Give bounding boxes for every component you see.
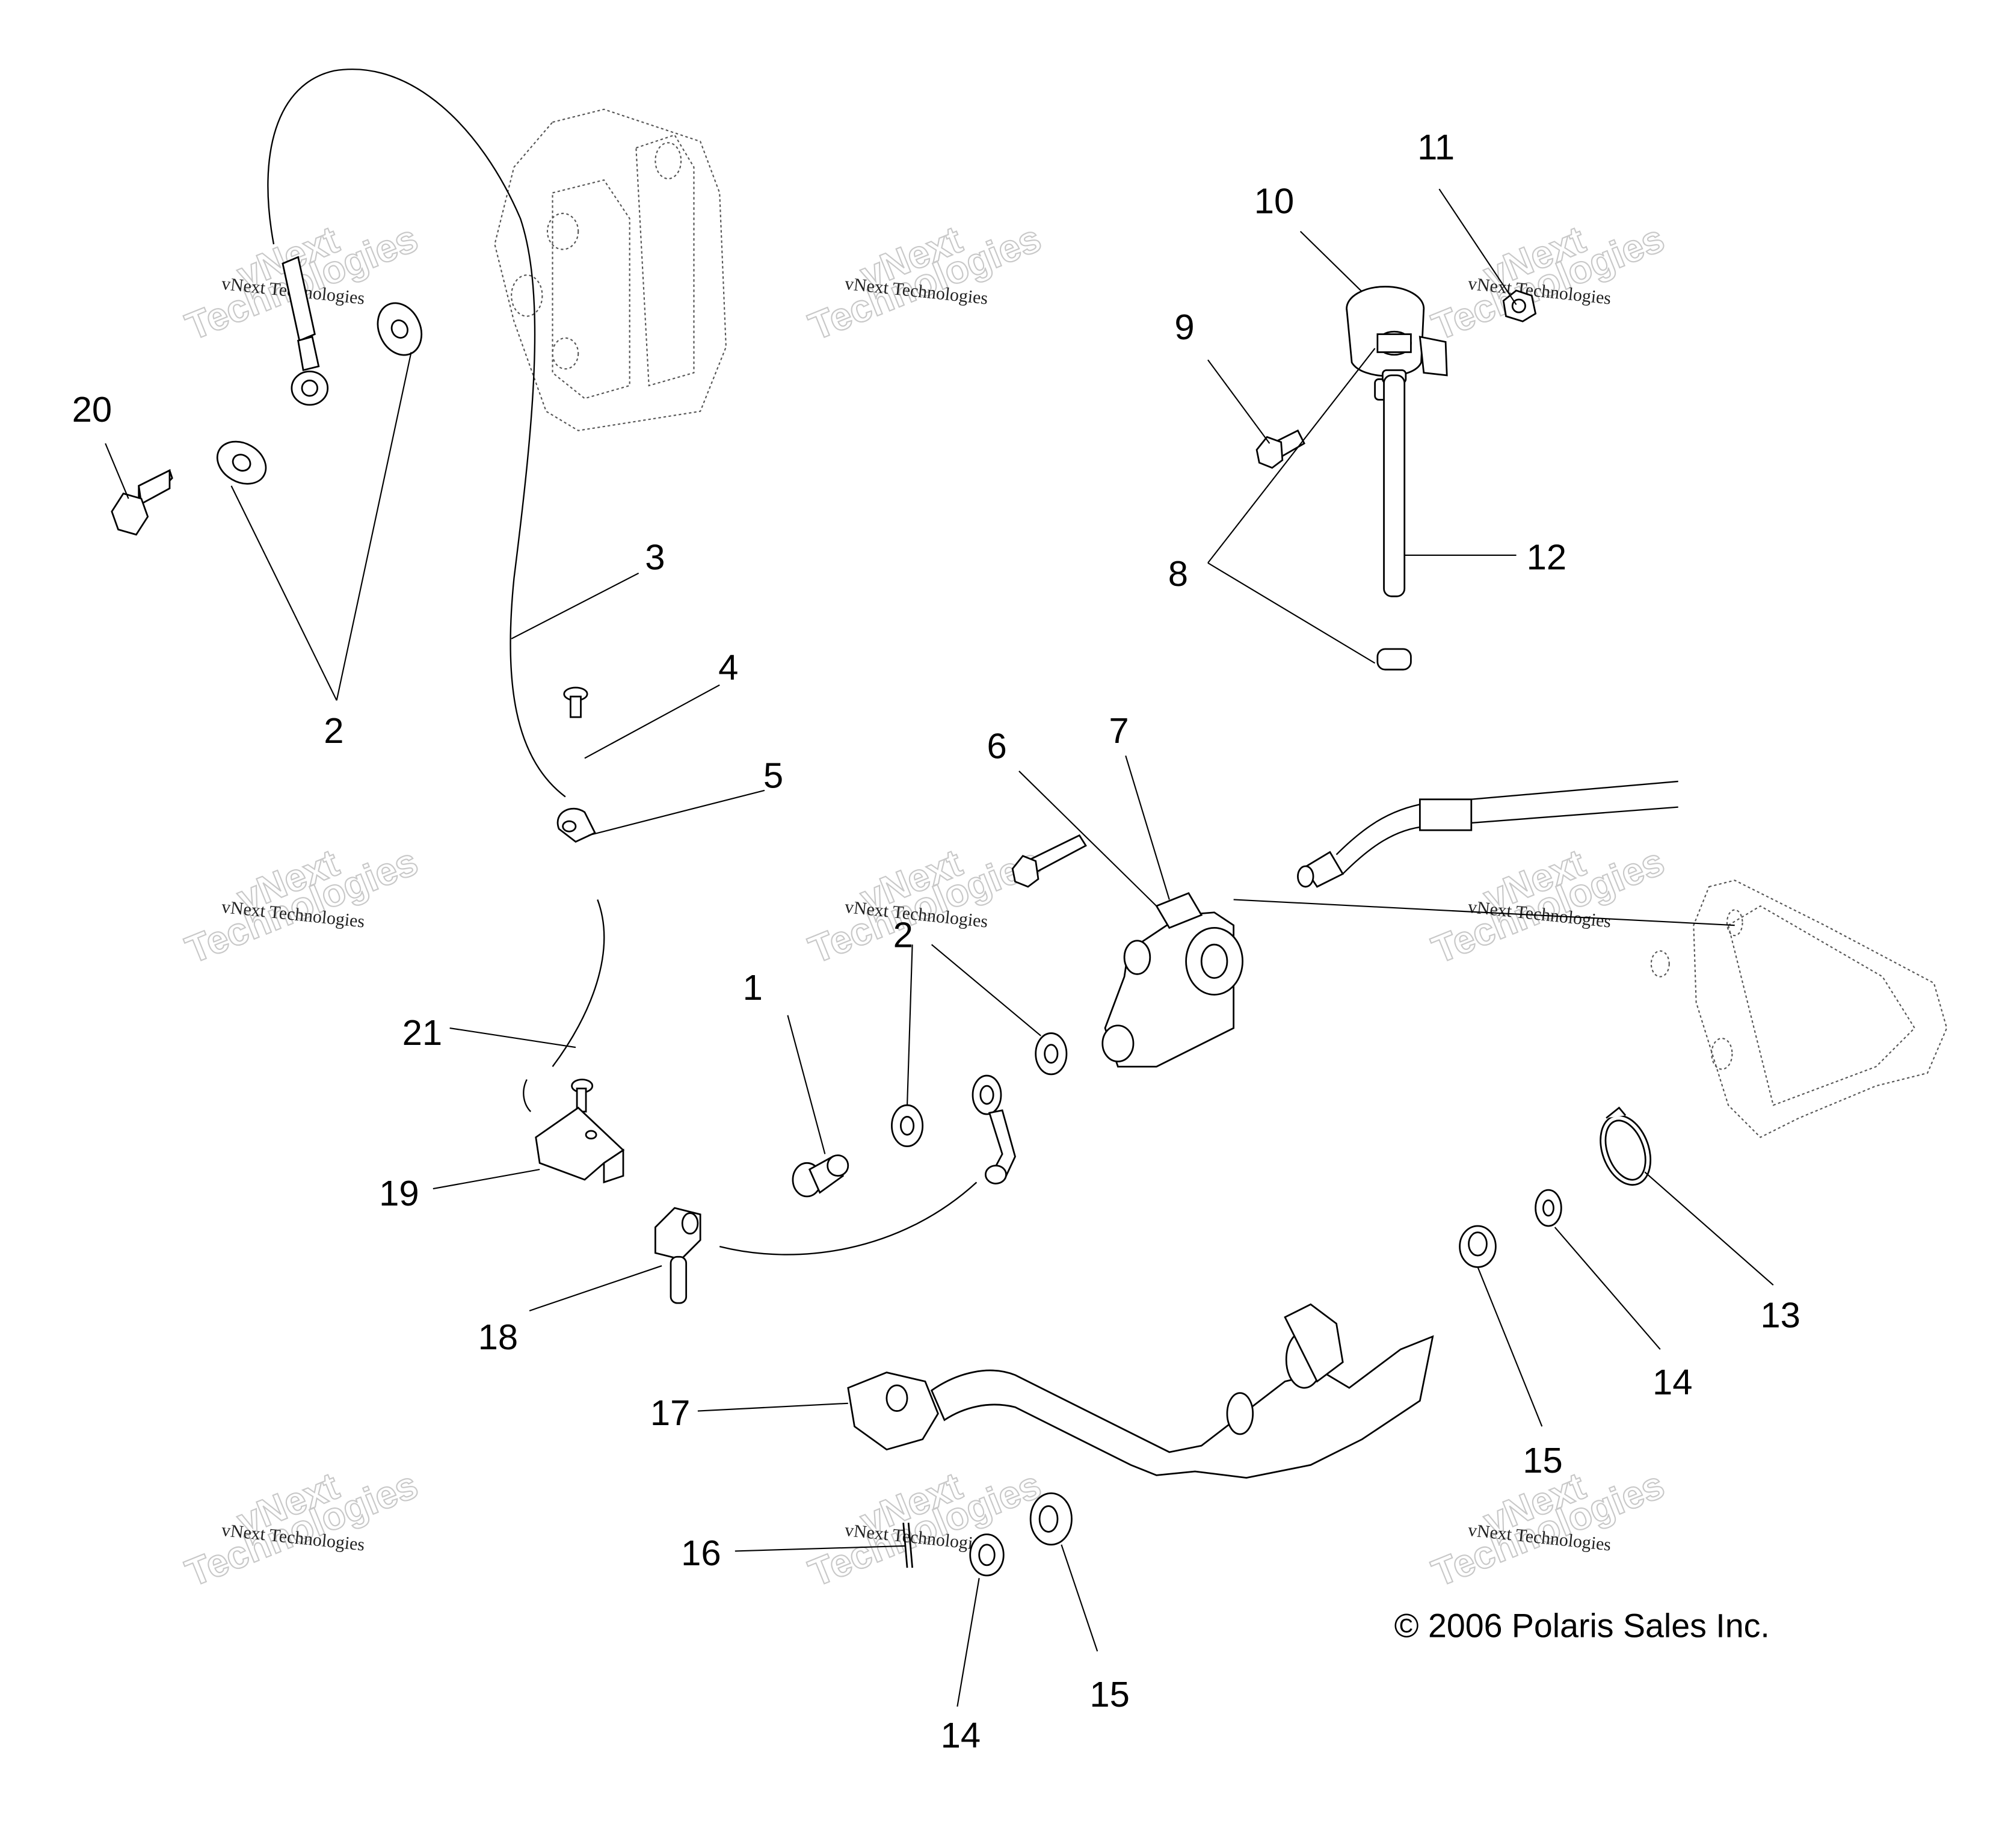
callout-13[interactable]: 13: [1760, 1295, 1800, 1335]
callout-14[interactable]: 14: [941, 1715, 981, 1755]
hose-bracket-19: [535, 1106, 625, 1184]
watermark: vNext Technologies vNext Technologies: [802, 839, 1048, 972]
banjo-bolt-1: [792, 1154, 849, 1198]
callout-2[interactable]: 2: [893, 914, 913, 955]
watermark: vNext Technologies vNext Technologies: [802, 1462, 1048, 1595]
watermark: vNext Technologies vNext Technologies: [1426, 215, 1671, 349]
watermark: vNext Technologies vNext Technologies: [802, 215, 1048, 349]
crush-washer-2a: [216, 440, 267, 485]
callout-15[interactable]: 15: [1089, 1674, 1130, 1714]
watermark: vNext Technologies vNext Technologies: [1426, 1462, 1671, 1595]
callout-18[interactable]: 18: [478, 1317, 519, 1357]
screw-4: [563, 686, 588, 718]
leader-lines: [105, 188, 1774, 1707]
cotter-pin-16: [902, 1523, 913, 1568]
banjo-fitting: [972, 1074, 1016, 1184]
bolt-6: [1011, 834, 1087, 888]
brake-pedal-17: [847, 1303, 1434, 1479]
screw-21: [571, 1079, 594, 1113]
watermark: vNext Technologies vNext Technologies: [179, 1462, 425, 1595]
brake-cable: [1297, 780, 1678, 888]
callout-4[interactable]: 4: [718, 647, 738, 688]
crush-washer-2d: [1035, 1032, 1068, 1076]
callout-12[interactable]: 12: [1527, 537, 1567, 577]
pedal-bracket-ghost: [1650, 879, 1948, 1138]
bushing-15a: [1459, 1225, 1497, 1268]
bolt-9: [1255, 429, 1305, 469]
washer-14b: [969, 1533, 1005, 1577]
callout-14[interactable]: 14: [1652, 1362, 1693, 1402]
banjo-bolt-20: [111, 469, 173, 536]
callout-2[interactable]: 2: [324, 710, 343, 751]
hose-guide-18: [654, 1207, 701, 1304]
watermark: vNext Technologies vNext Technologies: [179, 839, 425, 972]
crush-washer-2c: [891, 1104, 924, 1147]
hose-clip-5: [556, 807, 596, 843]
bushing-15b: [1029, 1492, 1073, 1546]
callout-15[interactable]: 15: [1523, 1440, 1563, 1480]
callout-1[interactable]: 1: [743, 967, 763, 1008]
callout-21[interactable]: 21: [402, 1012, 443, 1053]
copyright-text: © 2006 Polaris Sales Inc.: [1394, 1607, 1770, 1645]
callout-5[interactable]: 5: [763, 756, 783, 796]
reservoir-hose-12: [1382, 369, 1407, 597]
callout-3[interactable]: 3: [645, 537, 665, 577]
callout-19[interactable]: 19: [379, 1173, 419, 1213]
brake-caliper-ghost: [494, 108, 727, 431]
hose-clamp-8a: [1376, 330, 1412, 356]
spring-13: [1600, 1106, 1652, 1186]
callouts: 1 2 2 3 4 5 6 7 8 9 10 11 12 13 14 14 15…: [72, 127, 1800, 1755]
callout-9[interactable]: 9: [1174, 307, 1194, 347]
callout-20[interactable]: 20: [72, 389, 112, 430]
callout-16[interactable]: 16: [681, 1533, 721, 1573]
callout-7[interactable]: 7: [1109, 710, 1129, 751]
master-cylinder-7: [1101, 892, 1243, 1068]
watermark: vNext Technologies vNext Technologies: [1426, 839, 1671, 972]
callout-17[interactable]: 17: [650, 1393, 691, 1433]
callout-11[interactable]: 11: [1417, 127, 1455, 167]
washer-14a: [1535, 1189, 1562, 1227]
callout-8[interactable]: 8: [1168, 553, 1188, 594]
callout-6[interactable]: 6: [987, 725, 1007, 766]
hose-clamp-8b: [1376, 648, 1412, 671]
brake-hose: [267, 69, 978, 1255]
callout-10[interactable]: 10: [1254, 181, 1295, 221]
crush-washer-2b: [377, 302, 423, 356]
